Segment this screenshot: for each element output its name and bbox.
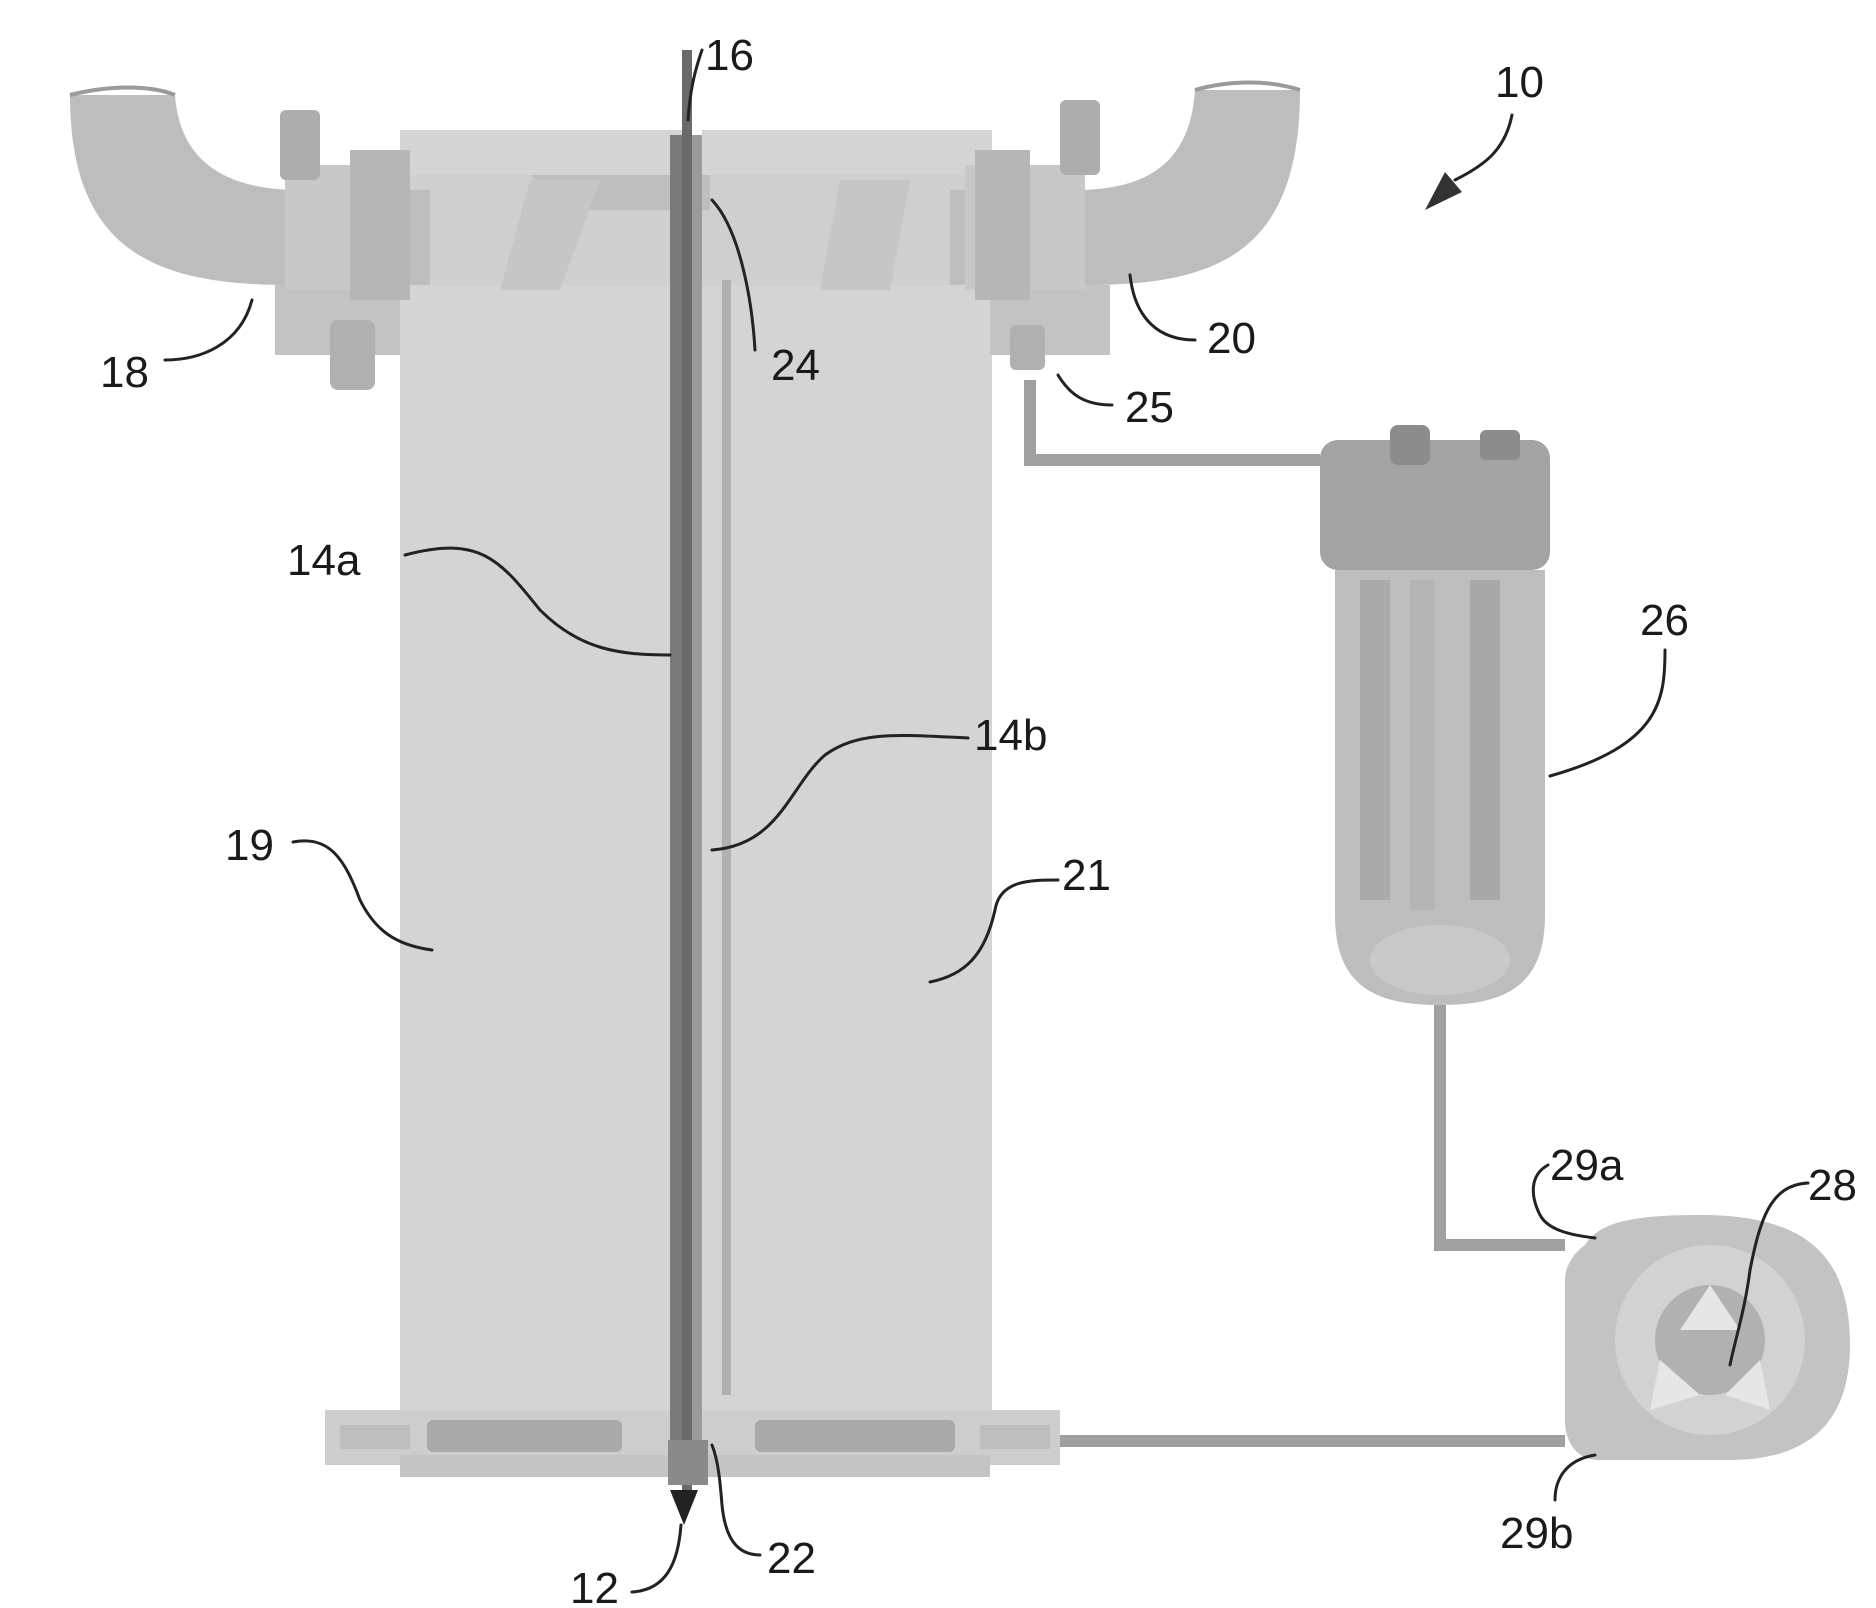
svg-text:14b: 14b bbox=[974, 711, 1047, 760]
label-10: 10 bbox=[1425, 58, 1544, 210]
right-elbow-pipe bbox=[950, 83, 1300, 301]
svg-text:20: 20 bbox=[1207, 314, 1256, 363]
label-16: 16 bbox=[688, 31, 754, 120]
filter-housing bbox=[1320, 425, 1550, 1005]
label-26: 26 bbox=[1550, 596, 1689, 776]
svg-text:26: 26 bbox=[1640, 596, 1689, 645]
center-rod-16 bbox=[682, 50, 692, 1490]
svg-text:25: 25 bbox=[1125, 383, 1174, 432]
label-29b: 29b bbox=[1500, 1455, 1595, 1558]
svg-text:14a: 14a bbox=[287, 536, 361, 585]
svg-text:24: 24 bbox=[771, 341, 820, 390]
side-tube bbox=[722, 280, 731, 1395]
svg-text:19: 19 bbox=[225, 821, 274, 870]
label-12: 12 bbox=[570, 1490, 698, 1608]
svg-text:28: 28 bbox=[1808, 1161, 1857, 1210]
right-chamber bbox=[702, 130, 992, 1460]
svg-text:16: 16 bbox=[705, 31, 754, 80]
svg-text:22: 22 bbox=[767, 1534, 816, 1583]
svg-text:21: 21 bbox=[1062, 851, 1111, 900]
bottom-port-12 bbox=[668, 1440, 708, 1485]
svg-text:29a: 29a bbox=[1550, 1141, 1624, 1190]
svg-text:10: 10 bbox=[1495, 58, 1544, 107]
left-chamber bbox=[400, 130, 690, 1460]
label-29a: 29a bbox=[1533, 1141, 1624, 1238]
pump bbox=[1565, 1215, 1850, 1460]
left-elbow-pipe bbox=[70, 88, 430, 301]
label-25: 25 bbox=[1058, 375, 1174, 432]
svg-text:29b: 29b bbox=[1500, 1509, 1573, 1558]
label-18: 18 bbox=[100, 300, 252, 397]
svg-text:18: 18 bbox=[100, 348, 149, 397]
svg-text:12: 12 bbox=[570, 1564, 619, 1608]
label-20: 20 bbox=[1130, 275, 1256, 363]
